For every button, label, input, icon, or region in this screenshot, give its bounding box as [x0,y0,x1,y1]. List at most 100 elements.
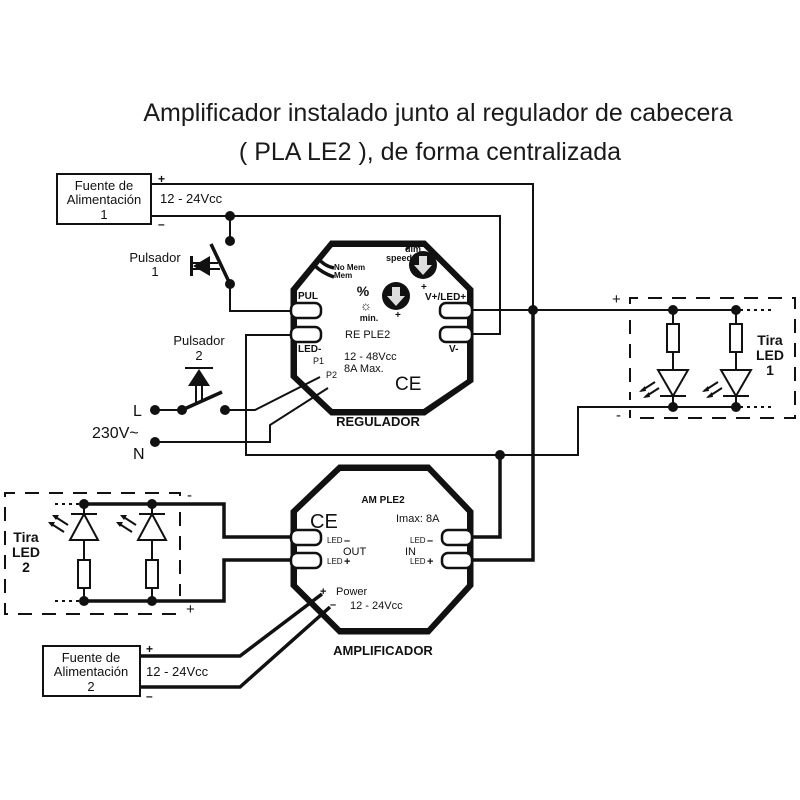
amp-terminal-in-led-minus[interactable] [440,528,474,547]
resistor-icon [666,323,680,353]
title-line-1: Amplificador instalado junto al regulado… [143,99,732,127]
mains-l-label: L [133,403,142,420]
wire-strip1-minus [500,406,740,456]
strip1-plus: + [612,291,621,308]
ps2-label-3: 2 [87,679,94,694]
amp-power-plus: + [320,586,326,598]
amp-out-plus-sign: + [344,556,350,568]
ps2-label-2: Alimentación [54,664,128,679]
amp-terminal-in-led-plus[interactable] [440,551,474,570]
strip2-plus: + [186,601,195,618]
resistor-icon [145,559,159,589]
regulator-ce-mark: CE [395,374,421,395]
amp-in-led-plus-label: LED [410,557,426,566]
amplifier: CE AM PLE2 Imax: 8A LED – OUT LED + IN L… [289,464,474,658]
wire-ps2-plus [140,592,324,658]
amp-out-minus-sign: – [344,535,350,547]
strip1-minus: - [616,407,621,424]
title-line-2: ( PLA LE2 ), de forma centralizada [239,138,621,166]
regulator-label-vplus-led: V+/LED+ [425,292,466,303]
amp-in-plus-sign: + [427,556,433,568]
amp-imax: Imax: 8A [396,513,440,525]
speed-label: speed [386,253,412,263]
mains-voltage-label: 230V~ [92,425,139,442]
mem-switch-icon[interactable] [316,256,335,270]
led-strip-1: + - Tira LED 1 [612,291,796,424]
amp-terminal-out-led-plus[interactable] [289,551,323,570]
ps2-minus: – [146,689,153,703]
pushbutton-1-label-1: Pulsador [129,250,181,265]
wire-p1 [225,376,321,411]
no-mem-label: No Mem [334,263,365,272]
amp-out-led-plus-label: LED [327,557,343,566]
wire-amp-in-led-minus [470,455,502,539]
ps2-voltage: 12 - 24Vcc [146,664,209,679]
led-icon [116,504,168,601]
led-icon [48,504,100,601]
strip1-label-2: LED [756,347,784,363]
power-supply-1: Fuente de Alimentación 1 + 12 - 24Vcc – [56,172,223,231]
percent-label: % [357,283,370,299]
amp-power-minus: – [330,599,336,611]
amp-out-led-minus-label: LED [327,536,343,545]
pushbutton-2[interactable]: Pulsador 2 [150,333,230,415]
ps2-plus: + [146,642,153,656]
regulator: PUL LED- V+/LED+ V- No Mem Mem dim speed… [289,240,474,429]
regulator-current: 8A Max. [344,363,384,375]
regulator-p1: P1 [313,356,324,366]
dim-speed-knob[interactable]: dim speed + [386,243,437,293]
wire-ps1-plus [151,183,534,310]
wire-led-minus [245,334,500,456]
amplifier-name: AMPLIFICADOR [333,643,433,658]
amp-ce-mark: CE [310,511,338,533]
dim-label: dim [405,244,421,254]
regulator-terminal-pul[interactable] [289,301,323,320]
amp-power-voltage: 12 - 24Vcc [350,600,403,612]
ps1-label-1: Fuente de [75,178,134,193]
wire-ps2-minus [140,605,332,689]
amp-in-label: IN [405,546,416,558]
pushbutton-2-label-2: 2 [195,348,202,363]
regulator-label-led-minus: LED- [298,344,321,355]
regulator-label-pul: PUL [298,291,318,302]
ps1-label-3: 1 [100,207,107,222]
amp-terminal-out-led-minus[interactable] [289,528,323,547]
bulb-icon: ☼ [360,298,372,313]
pushbutton-1-label-2: 1 [151,264,158,279]
mains-n-label: N [133,446,145,463]
regulator-terminal-vplus-led[interactable] [438,301,474,320]
regulator-label-vminus: V- [449,344,458,355]
wire-strip2-plus [80,558,294,603]
wire-ps1-minus [151,215,501,335]
regulator-name: REGULADOR [336,414,420,429]
min-plus: + [395,310,401,321]
amp-power-label: Power [336,586,368,598]
regulator-voltage: 12 - 48Vcc [344,351,397,363]
strip2-label-3: 2 [22,559,30,575]
wire-p2 [155,387,329,443]
strip2-label-1: Tira [13,529,39,545]
ps1-minus: – [158,217,165,231]
amp-in-led-minus-label: LED [410,536,426,545]
strip2-minus: - [187,487,192,504]
amp-out-label: OUT [343,546,367,558]
resistor-icon [729,323,743,353]
ps1-voltage: 12 - 24Vcc [160,191,223,206]
min-level-knob[interactable]: % ☼ min. + [357,282,410,323]
resistor-icon [77,559,91,589]
regulator-terminal-vminus[interactable] [438,325,474,344]
led-icon [639,310,690,407]
dim-plus: + [421,282,427,293]
ps1-plus: + [158,172,165,186]
regulator-terminal-led-minus[interactable] [289,325,323,344]
strip1-label-3: 1 [766,362,774,378]
ps2-label-1: Fuente de [62,650,121,665]
strip2-label-2: LED [12,544,40,560]
mem-label: Mem [334,271,352,280]
wire-pushbutton-1-to-pul [229,284,294,312]
led-strip-2: - + Tira LED [4,487,224,618]
wire-strip2-minus [80,502,294,539]
min-label: min. [360,313,379,323]
pushbutton-1[interactable]: Pulsador 1 [129,236,235,289]
